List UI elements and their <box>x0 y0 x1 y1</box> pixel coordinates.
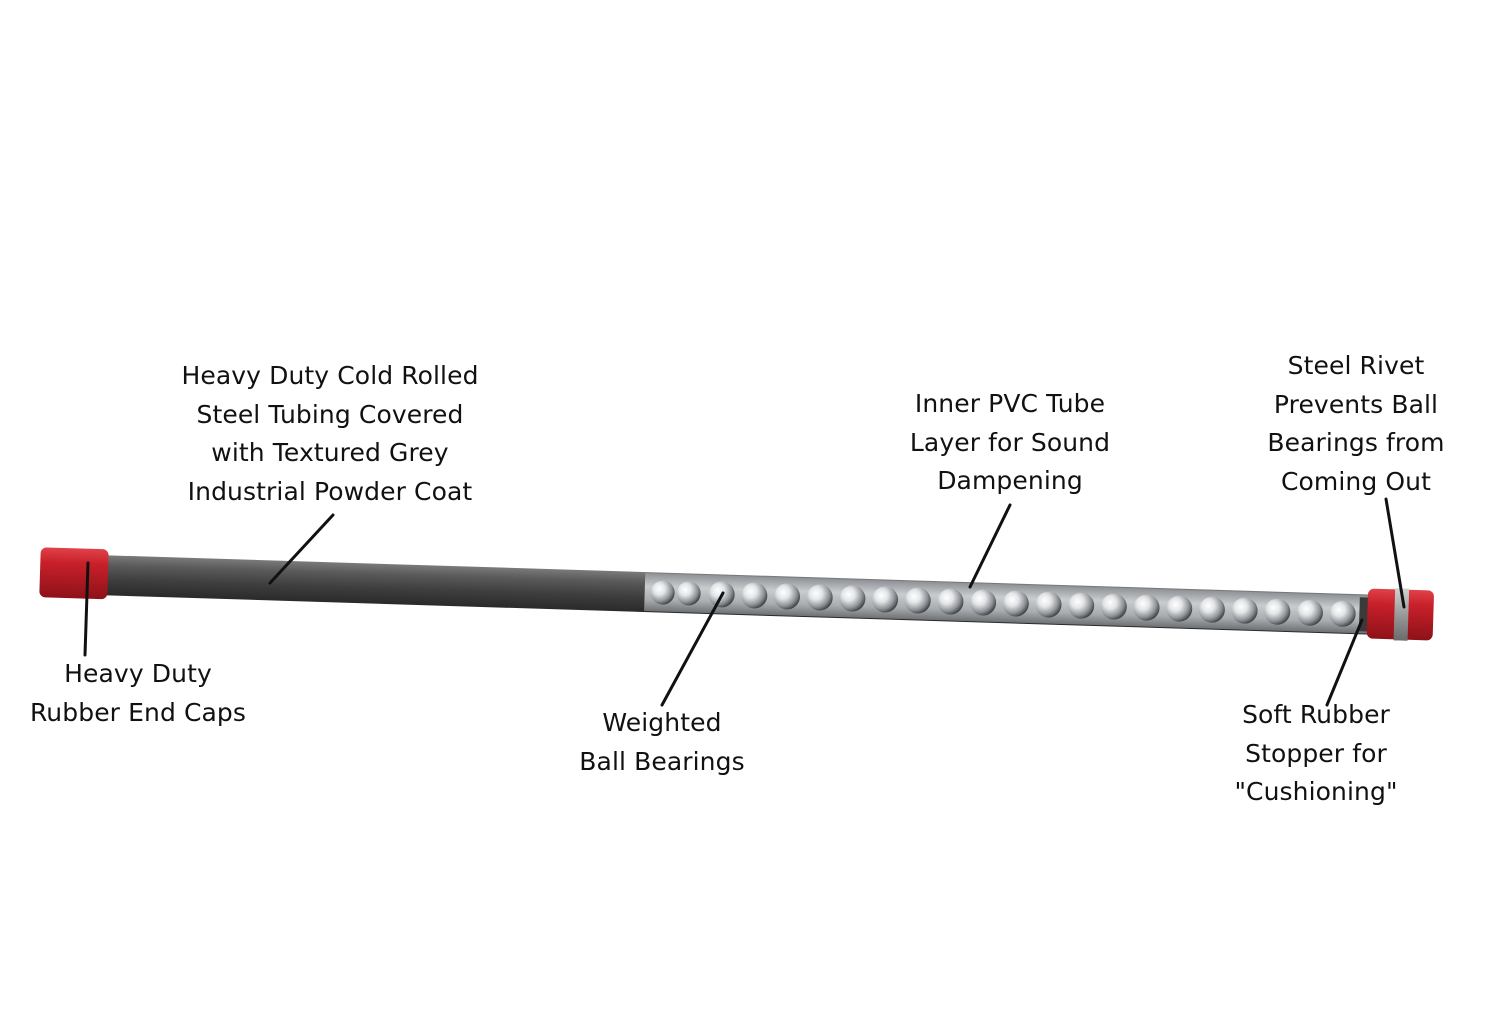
label-line: Stopper for <box>1245 738 1387 768</box>
ball-bearing <box>774 583 801 610</box>
label-line: Soft Rubber <box>1242 700 1390 729</box>
ball-bearing <box>1231 597 1258 624</box>
ball-bearing <box>1035 591 1062 618</box>
ball-bearing <box>1296 599 1323 626</box>
end-caps-leader-line <box>83 561 90 657</box>
ball-bearings-leader-line <box>660 591 725 707</box>
label-line: Inner PVC Tube <box>914 389 1106 418</box>
ball-bearing <box>1100 593 1127 620</box>
ball-bearing <box>1329 600 1356 627</box>
label-line: with Textured Grey <box>211 438 449 467</box>
steel-tubing-label: Heavy Duty Cold Rolled Steel Tubing Cove… <box>181 357 478 511</box>
label-line: Layer for Sound <box>909 427 1111 457</box>
steel-tubing-leader-line <box>268 513 335 585</box>
label-line: Bearings from <box>1267 428 1445 457</box>
ball-bearing <box>937 588 964 615</box>
ball-bearings-label: Weighted Ball Bearings <box>579 704 744 781</box>
left-end-cap <box>39 547 109 600</box>
ball-bearing <box>806 584 833 611</box>
label-line: Steel Rivet <box>1287 351 1425 380</box>
ball-bearing <box>1002 590 1029 617</box>
steel-rivet-leader-line <box>1384 497 1406 609</box>
ball-bearing <box>650 580 675 605</box>
label-line: "Cushioning" <box>1234 777 1398 806</box>
label-line: Heavy Duty <box>64 659 212 688</box>
label-line: Industrial Powder Coat <box>187 476 473 506</box>
ball-bearing <box>872 586 899 613</box>
ball-bearing <box>904 587 931 614</box>
rubber-stopper-label: Soft Rubber Stopper for "Cushioning" <box>1234 696 1397 812</box>
end-caps-label: Heavy Duty Rubber End Caps <box>30 655 246 732</box>
ball-bearings-group <box>650 580 1356 627</box>
ball-bearing <box>839 585 866 612</box>
rubber-stopper-leader-line <box>1325 618 1364 707</box>
label-line: Rubber End Caps <box>29 697 247 727</box>
steel-rivet-label: Steel Rivet Prevents Ball Bearings from … <box>1267 347 1444 501</box>
ball-bearing <box>1166 595 1193 622</box>
label-line: Prevents Ball <box>1273 389 1439 419</box>
ball-bearing <box>970 589 997 616</box>
ball-bearing <box>741 582 768 609</box>
label-line: Steel Tubing Covered <box>196 399 464 429</box>
label-line: Ball Bearings <box>579 746 745 776</box>
inner-pvc-label: Inner PVC Tube Layer for Sound Dampening <box>910 385 1110 501</box>
ball-bearing <box>1068 592 1095 619</box>
ball-bearing <box>1264 598 1291 625</box>
label-line: Coming Out <box>1280 466 1432 496</box>
label-line: Weighted <box>602 708 722 737</box>
label-line: Dampening <box>937 466 1083 495</box>
label-line: Heavy Duty Cold Rolled <box>181 361 479 390</box>
steel-rivet <box>1393 588 1410 641</box>
ball-bearing <box>1198 596 1225 623</box>
ball-bearing <box>676 581 701 606</box>
ball-bearing <box>1133 594 1160 621</box>
inner-pvc-leader-line <box>968 503 1012 589</box>
